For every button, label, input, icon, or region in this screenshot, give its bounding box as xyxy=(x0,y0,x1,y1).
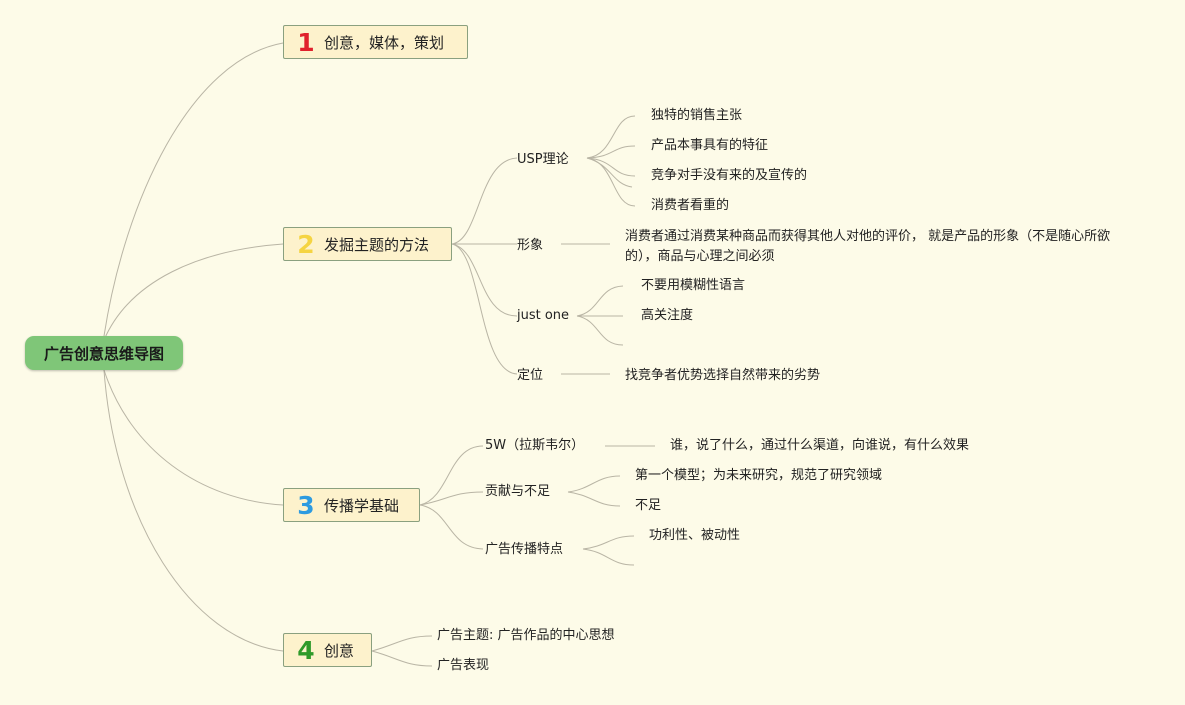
topic-3[interactable]: 3 传播学基础 xyxy=(283,488,420,522)
leaf-contribution-2[interactable]: 不足 xyxy=(635,498,662,513)
number-3-icon: 3 xyxy=(297,490,315,520)
subtopic-features[interactable]: 广告传播特点 xyxy=(485,542,564,557)
topic-2[interactable]: 2 发掘主题的方法 xyxy=(283,227,452,261)
subtopic-image[interactable]: 形象 xyxy=(517,238,544,253)
topic-1-label: 创意，媒体，策划 xyxy=(324,33,445,52)
topic-1[interactable]: 1 创意，媒体，策划 xyxy=(283,25,468,59)
root-label: 广告创意思维导图 xyxy=(43,344,164,363)
subtopic-positioning[interactable]: 定位 xyxy=(517,368,544,383)
number-4-icon: 4 xyxy=(297,635,315,665)
leaf-just-one-1[interactable]: 不要用模糊性语言 xyxy=(641,278,746,293)
subtopic-usp[interactable]: USP理论 xyxy=(517,152,569,167)
leaf-positioning-1[interactable]: 找竞争者优势选择自然带来的劣势 xyxy=(625,368,821,383)
root-node[interactable]: 广告创意思维导图 xyxy=(25,336,183,370)
leaf-usp-4[interactable]: 消费者看重的 xyxy=(651,198,730,213)
subtopic-ad-theme[interactable]: 广告主题: 广告作品的中心思想 xyxy=(437,628,615,643)
leaf-usp-1[interactable]: 独特的销售主张 xyxy=(651,108,743,123)
subtopic-ad-expression[interactable]: 广告表现 xyxy=(437,658,490,673)
topic-2-label: 发掘主题的方法 xyxy=(324,235,430,254)
topic-4-label: 创意 xyxy=(324,641,355,660)
leaf-5w-1[interactable]: 谁，说了什么，通过什么渠道，向谁说，有什么效果 xyxy=(670,438,970,453)
leaf-image-1[interactable]: 消费者通过消费某种商品而获得其他人对他的评价， 就是产品的形象（不是随心所欲的）… xyxy=(625,229,1111,264)
topic-4[interactable]: 4 创意 xyxy=(283,633,372,667)
number-1-icon: 1 xyxy=(297,27,315,57)
number-2-icon: 2 xyxy=(297,229,315,259)
subtopic-just-one[interactable]: just one xyxy=(517,308,570,323)
subtopic-contribution[interactable]: 贡献与不足 xyxy=(485,484,551,499)
leaf-contribution-1[interactable]: 第一个模型；为未来研究，规范了研究领域 xyxy=(635,468,883,483)
leaf-just-one-2[interactable]: 高关注度 xyxy=(641,308,694,323)
leaf-usp-2[interactable]: 产品本事具有的特征 xyxy=(651,138,769,153)
subtopic-5w[interactable]: 5W（拉斯韦尔） xyxy=(485,438,585,453)
leaf-features-1[interactable]: 功利性、被动性 xyxy=(649,528,741,543)
topic-3-label: 传播学基础 xyxy=(324,496,400,515)
leaf-usp-3[interactable]: 竞争对手没有来的及宣传的 xyxy=(651,168,808,183)
